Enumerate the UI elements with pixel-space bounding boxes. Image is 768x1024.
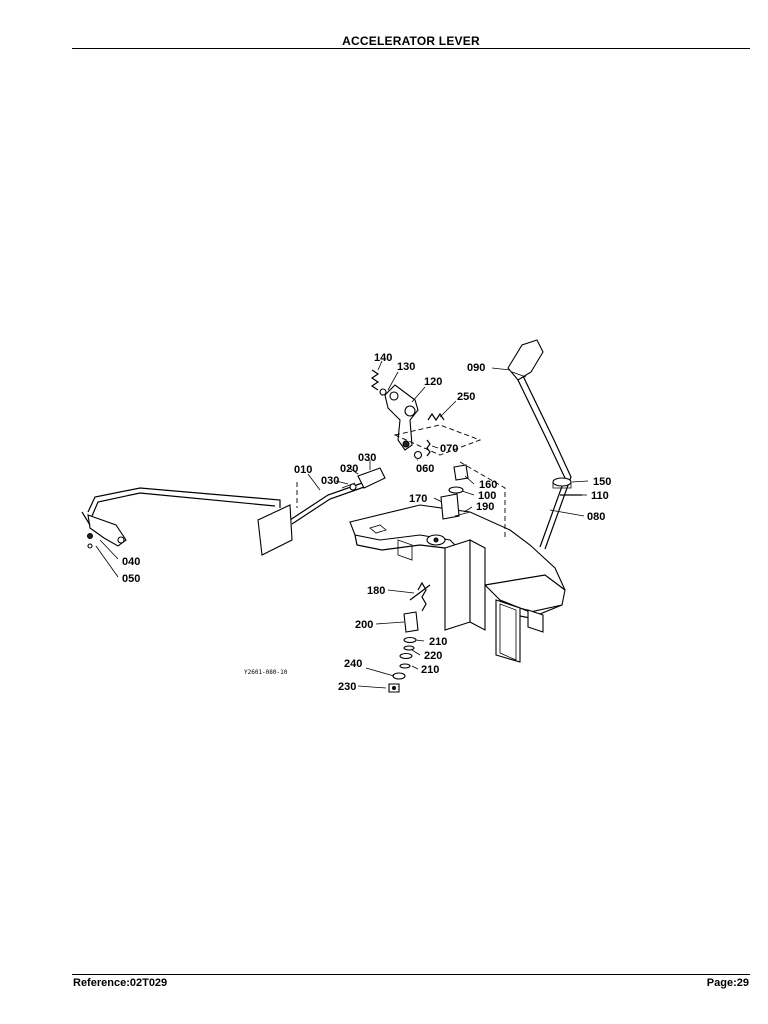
- page-title: ACCELERATOR LEVER: [342, 34, 480, 48]
- accelerator-lever: [507, 339, 572, 550]
- header-rule: [72, 48, 750, 49]
- callout-130: 130: [397, 361, 415, 373]
- callout-040: 040: [122, 556, 140, 568]
- callout-230: 230: [338, 681, 356, 693]
- callout-210-lower: 210: [421, 664, 439, 676]
- callout-labels: 140 130 120 250 070 060 090 150 110 080 …: [122, 352, 611, 693]
- callout-200: 200: [355, 619, 373, 631]
- callout-080: 080: [587, 511, 605, 523]
- callout-090: 090: [467, 362, 485, 374]
- support-board: [257, 504, 293, 556]
- callout-020: 020: [340, 463, 358, 475]
- leader-lines: [95, 360, 589, 689]
- footer-reference: Reference:02T029: [73, 977, 168, 989]
- callout-160: 160: [479, 479, 497, 491]
- footer-rule: [72, 974, 750, 975]
- callout-190: 190: [476, 501, 494, 513]
- figure-code: Y2601-080-10: [244, 669, 288, 676]
- sleeve-stack: [426, 464, 471, 546]
- rod-010: [289, 467, 386, 525]
- callout-070: 070: [440, 443, 458, 455]
- callout-250: 250: [457, 391, 475, 403]
- callout-240: 240: [344, 658, 362, 670]
- callout-220: 220: [424, 650, 442, 662]
- footer-page-number: Page:29: [706, 977, 749, 989]
- assembly-outline: [459, 461, 506, 540]
- callout-150: 150: [593, 476, 611, 488]
- left-link-rod: [81, 487, 281, 549]
- callout-180: 180: [367, 585, 385, 597]
- mounting-column: [444, 539, 544, 663]
- callout-030-upper: 030: [358, 452, 376, 464]
- callout-010: 010: [294, 464, 312, 476]
- callout-110: 110: [591, 490, 609, 502]
- callout-060: 060: [416, 463, 434, 475]
- assembly-outline: [393, 424, 482, 456]
- callout-120: 120: [424, 376, 442, 388]
- callout-170: 170: [409, 493, 427, 505]
- callout-030-lower: 030: [321, 475, 339, 487]
- callout-100: 100: [478, 490, 496, 502]
- callout-140: 140: [374, 352, 392, 364]
- lower-linkage: [388, 581, 431, 693]
- callout-210-upper: 210: [429, 636, 447, 648]
- callout-050: 050: [122, 573, 140, 585]
